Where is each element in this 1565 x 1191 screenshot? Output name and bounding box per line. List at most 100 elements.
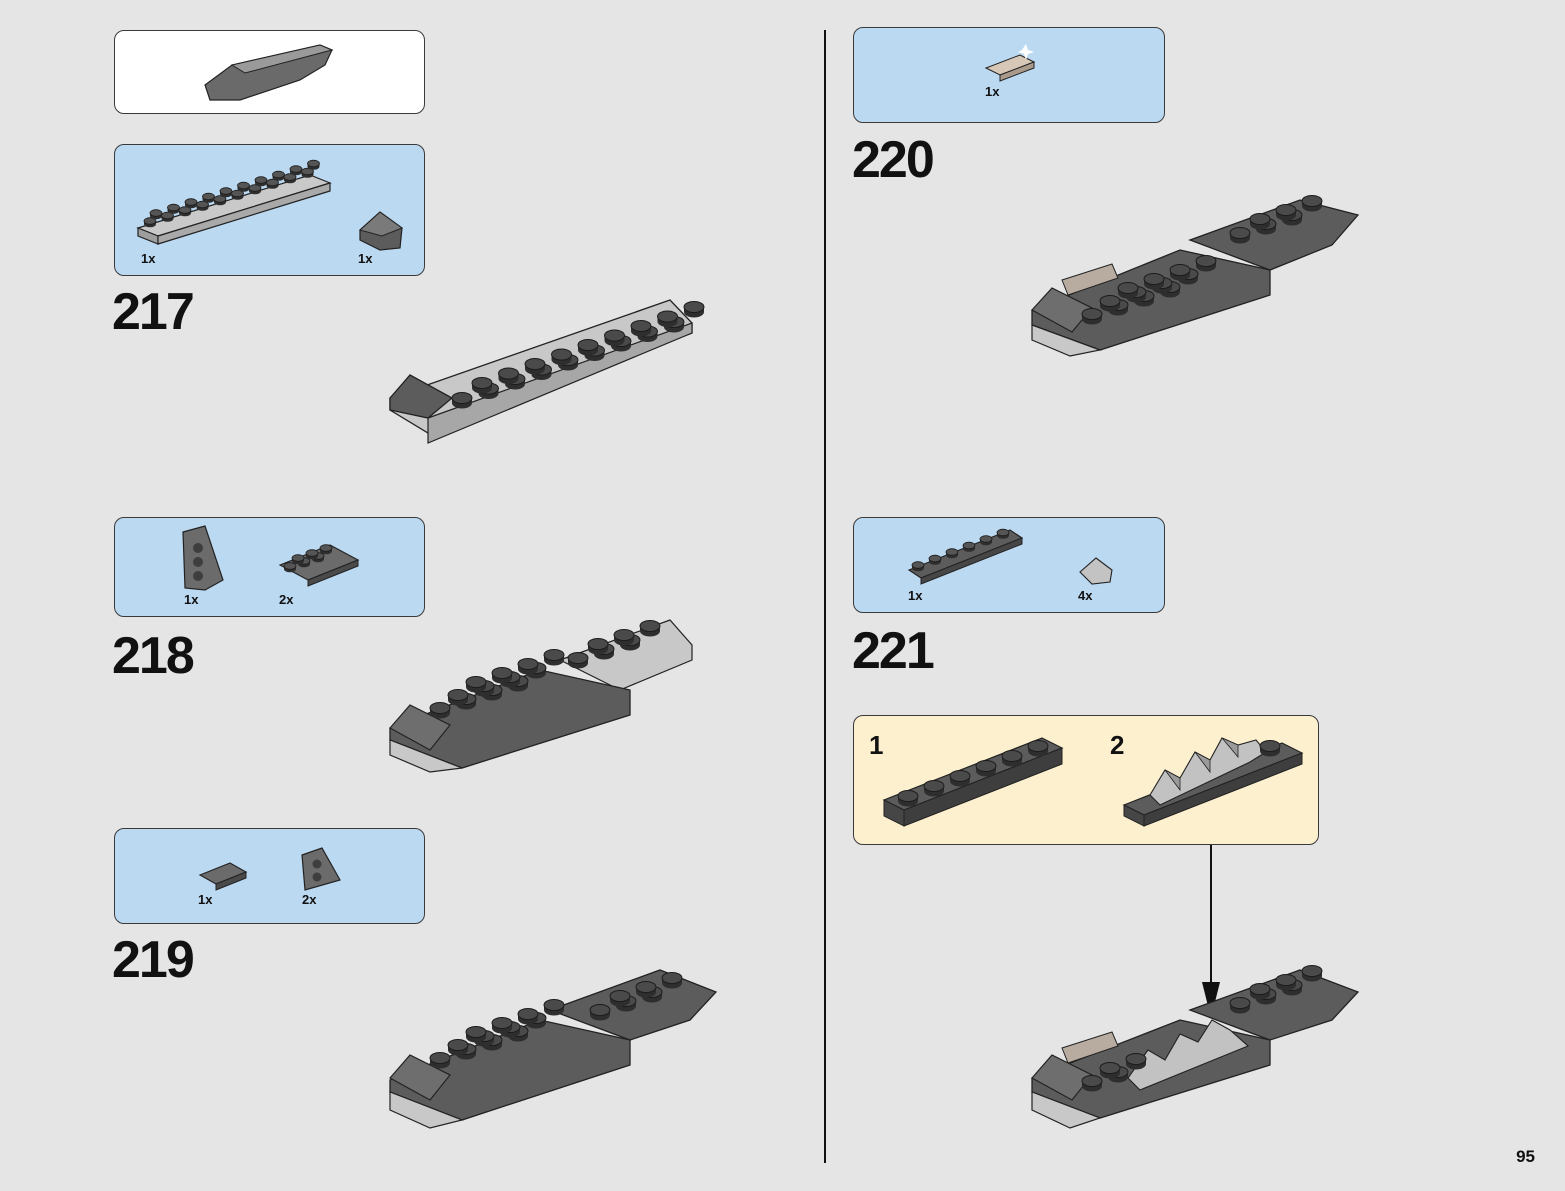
stud [149, 209, 163, 220]
stud [1117, 282, 1139, 299]
stud [167, 203, 180, 215]
stud [283, 562, 297, 573]
step-number: 219 [112, 931, 195, 989]
step-number: 218 [112, 627, 195, 685]
stud [465, 676, 487, 693]
stud [447, 1039, 469, 1056]
part-qty: 1x [358, 251, 373, 266]
stud [1275, 204, 1297, 221]
stud [319, 544, 333, 555]
stud [491, 667, 513, 684]
stud [289, 165, 303, 176]
parts-callout-218: 1x 2x [114, 517, 425, 617]
stud [1099, 295, 1121, 312]
step-218-model [389, 619, 693, 773]
column-divider [824, 30, 826, 1163]
step-219-model [389, 969, 718, 1129]
stud [543, 999, 565, 1016]
stud [962, 541, 976, 553]
stud [1099, 1062, 1121, 1079]
stud [291, 554, 305, 565]
part-qty: 4x [1078, 588, 1093, 603]
page-number: 95 [1516, 1147, 1535, 1166]
part-qty: 2x [302, 892, 317, 907]
stud [429, 1052, 451, 1069]
stud [1301, 965, 1323, 982]
stud [609, 990, 631, 1007]
part-plate-2x10-light-gray [136, 174, 332, 245]
stud [661, 972, 683, 989]
stud [447, 689, 469, 706]
stud [307, 159, 320, 171]
part-plate-1x6-dark-gray [907, 529, 1024, 585]
stud [1143, 273, 1165, 290]
stud [237, 181, 250, 193]
part-slope-dark-gray [358, 211, 404, 251]
stud [635, 981, 657, 998]
stud [465, 1026, 487, 1043]
submodel-preview-image [204, 44, 334, 101]
brick-studs [143, 159, 1323, 1092]
stud [1249, 213, 1271, 230]
part-qty: 1x [198, 892, 213, 907]
stud [254, 176, 268, 187]
stud [1229, 227, 1251, 244]
stud [219, 187, 233, 198]
sub-step-number: 2 [1110, 730, 1125, 760]
stud [639, 620, 661, 637]
stud [1169, 264, 1191, 281]
stud [305, 549, 319, 560]
stud [911, 561, 925, 572]
part-slope-1x1-light-gray [1079, 557, 1113, 585]
stud [923, 780, 945, 797]
stud [979, 535, 993, 546]
part-wedge-plate-dark-gray [182, 525, 224, 591]
stud [589, 1004, 611, 1021]
step-number: 221 [852, 622, 935, 680]
stud [928, 554, 942, 566]
stud [1249, 983, 1271, 1000]
subassembly-step-2-image [1122, 737, 1304, 827]
stud [429, 702, 451, 719]
step-number: 220 [852, 131, 935, 189]
stud [587, 638, 609, 655]
part-qty: 1x [141, 251, 156, 266]
stud [491, 1017, 513, 1034]
stud [543, 649, 565, 666]
stud [1229, 997, 1251, 1014]
stud [949, 770, 971, 787]
stud [567, 652, 589, 669]
stud [1001, 750, 1023, 767]
stud [577, 339, 599, 356]
stud [1081, 1075, 1103, 1092]
stud [1301, 195, 1323, 212]
stud [184, 198, 198, 209]
stud [1125, 1053, 1147, 1070]
stud [551, 348, 572, 366]
stud [945, 548, 959, 559]
stud [451, 392, 473, 409]
stud [613, 629, 635, 646]
stud [604, 329, 625, 347]
stud [498, 367, 519, 385]
step-221-model [1031, 969, 1360, 1129]
stud [202, 192, 215, 204]
placement-arrow [1202, 845, 1220, 1018]
stud [471, 377, 493, 394]
part-qty: 2x [279, 592, 294, 607]
stud [657, 310, 678, 328]
stud [1027, 740, 1049, 757]
step-number: 217 [112, 283, 195, 341]
stud [272, 170, 285, 182]
sub-step-number: 1 [869, 730, 884, 760]
part-tile-1x2-with-stud-dark-gray [198, 862, 248, 891]
stud [524, 358, 546, 375]
part-qty: 1x [985, 84, 1000, 99]
stud [683, 301, 705, 318]
part-tile-grille-light-gray [984, 44, 1036, 82]
stud [1081, 308, 1103, 325]
part-qty: 1x [184, 592, 199, 607]
part-wedge-plate-small-dark-gray [301, 847, 341, 891]
stud [1259, 740, 1281, 757]
